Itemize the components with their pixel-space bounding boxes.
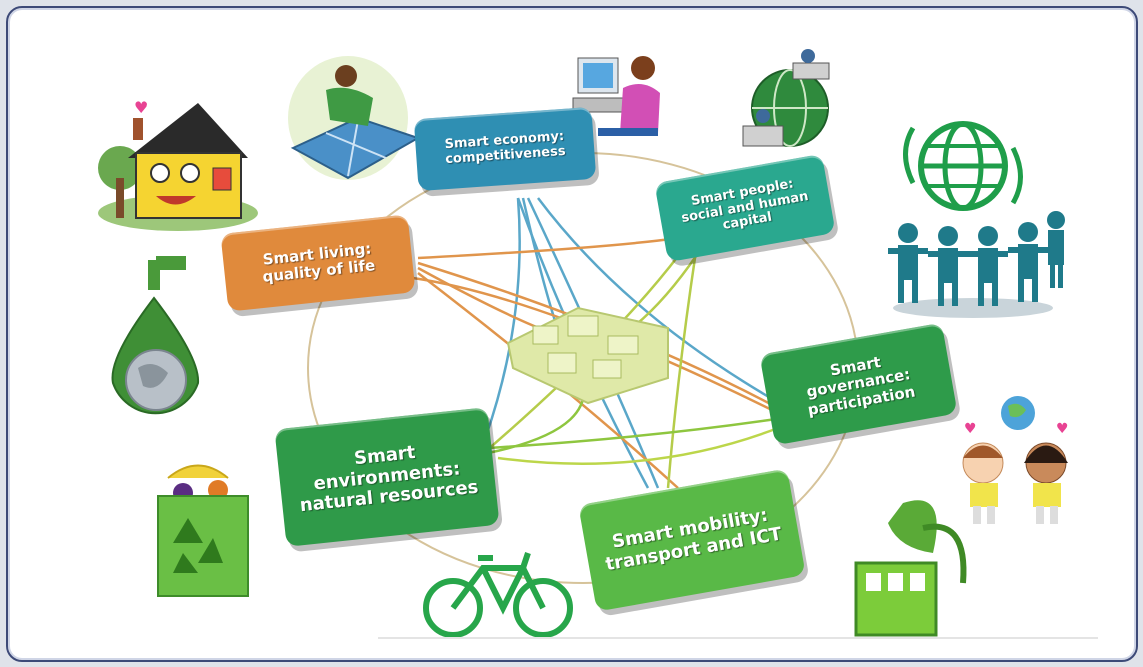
- node-smart-environments-label: Smart environments: natural resources: [298, 441, 480, 517]
- people-chain-icon: [888, 211, 1065, 318]
- svg-text:♥: ♥: [134, 98, 148, 117]
- svg-text:♥: ♥: [1056, 421, 1069, 437]
- house-icon: ♥: [98, 98, 258, 231]
- node-smart-mobility-label: Smart mobility: transport and ICT: [603, 504, 784, 576]
- water-drop-globe-icon: [111, 256, 200, 415]
- node-smart-environments: Smart environments: natural resources: [274, 407, 500, 547]
- city-model-icon: [506, 306, 669, 405]
- kids-earth-icon: ♥ ♥: [962, 396, 1069, 524]
- solar-worker-icon: [288, 56, 421, 180]
- green-tram-icon: [854, 500, 967, 637]
- node-smart-economy-label: Smart economy: competitiveness: [444, 128, 567, 168]
- svg-text:♥: ♥: [964, 421, 977, 437]
- node-smart-governance-label: Smart governance: participation: [805, 353, 917, 419]
- globe-network-icon: [742, 49, 830, 147]
- grocery-recycle-bag-icon: [157, 464, 249, 597]
- computer-user-icon: [572, 56, 660, 136]
- diagram-frame: ♥: [6, 6, 1138, 662]
- recycle-globe-icon: [903, 121, 1023, 211]
- diagram-canvas: ♥: [98, 49, 1098, 639]
- eco-bicycle-icon: [423, 552, 573, 638]
- node-smart-living-label: Smart living: quality of life: [261, 239, 376, 286]
- node-smart-economy: Smart economy: competitiveness: [413, 106, 597, 192]
